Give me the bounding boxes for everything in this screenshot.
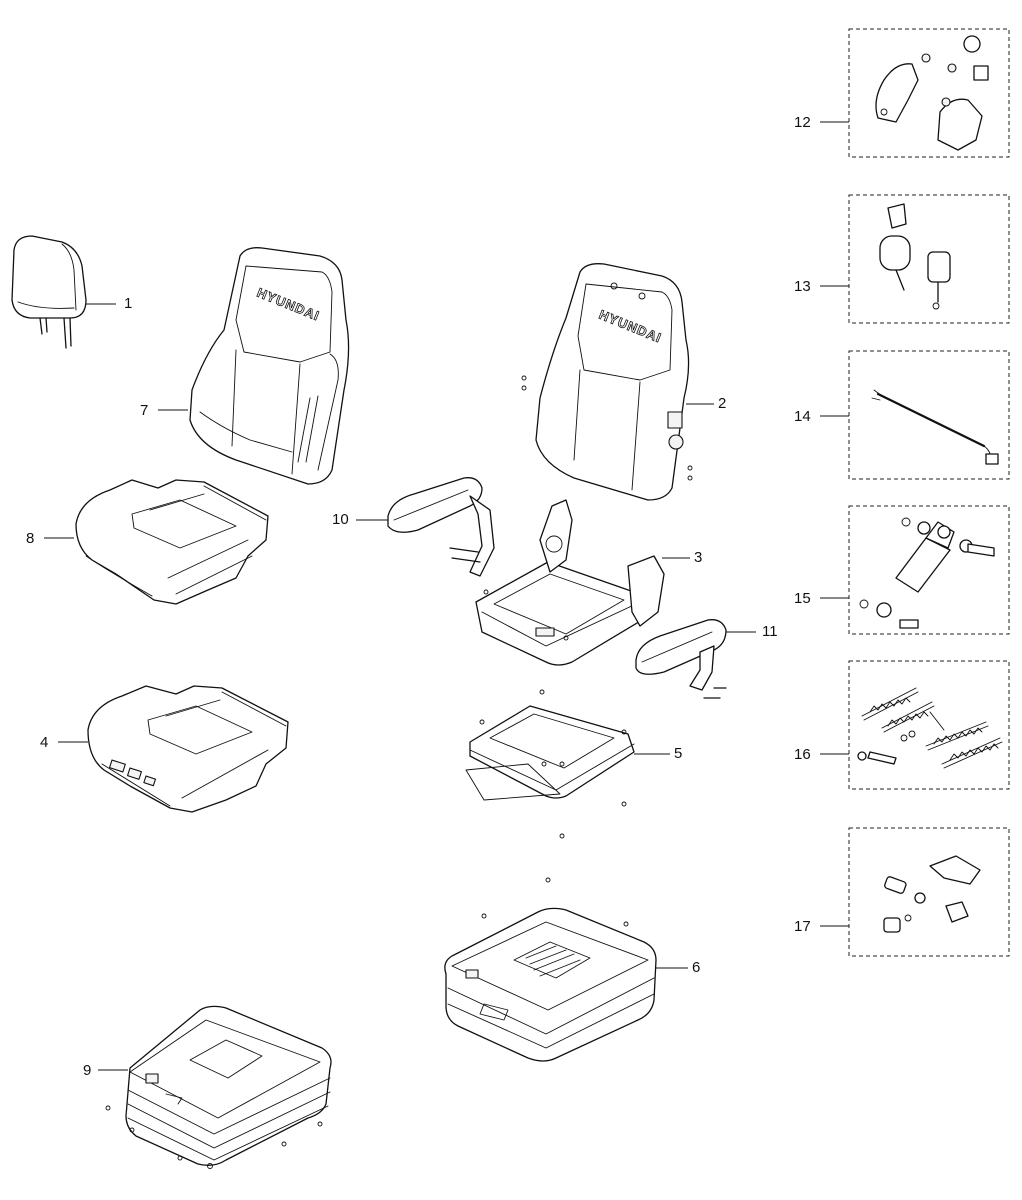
callout-2: 2 xyxy=(718,395,727,412)
kit-box-12 xyxy=(848,28,1010,158)
callout-12: 12 xyxy=(794,114,811,131)
callout-17: 17 xyxy=(794,918,811,935)
callout-4: 4 xyxy=(40,734,49,751)
kit-box-13 xyxy=(848,194,1010,324)
lever-kit-icon xyxy=(883,855,981,933)
callout-7: 7 xyxy=(140,402,149,419)
slide-rail-icon xyxy=(465,689,635,807)
armrest-right-icon xyxy=(635,619,727,699)
suspension-icon xyxy=(444,907,657,1062)
armrest-left-icon xyxy=(387,477,495,577)
damper-icon xyxy=(859,517,995,629)
seat-cover-icon xyxy=(75,479,269,605)
callout-11: 11 xyxy=(762,623,778,640)
kit-box-14 xyxy=(848,350,1010,480)
headrest-icon xyxy=(11,235,87,349)
kit-box-17 xyxy=(848,827,1010,957)
backrest-cover-icon: HYUNDAI xyxy=(189,247,350,485)
leader-lines xyxy=(44,121,849,1071)
callout-13: 13 xyxy=(794,278,811,295)
callout-14: 14 xyxy=(794,408,811,425)
base-plate-icon xyxy=(105,1005,332,1169)
callout-6: 6 xyxy=(692,959,701,976)
kit-box-16 xyxy=(848,660,1010,790)
spring-kit-icon xyxy=(857,687,1003,769)
cover-kit-icon xyxy=(875,35,989,151)
callout-1: 1 xyxy=(124,295,133,312)
callout-3: 3 xyxy=(694,549,703,566)
cable-icon xyxy=(871,389,999,465)
callout-8: 8 xyxy=(26,530,35,547)
callout-10: 10 xyxy=(332,511,349,528)
seat-belt-icon xyxy=(879,203,951,310)
callout-16: 16 xyxy=(794,746,811,763)
backrest-frame-icon: HYUNDAI xyxy=(521,263,693,501)
callout-5: 5 xyxy=(674,745,683,762)
seat-frame-icon xyxy=(475,499,665,666)
callout-9: 9 xyxy=(83,1062,92,1079)
seat-cushion-frame-icon xyxy=(87,685,289,813)
callout-15: 15 xyxy=(794,590,811,607)
kit-box-15 xyxy=(848,505,1010,635)
